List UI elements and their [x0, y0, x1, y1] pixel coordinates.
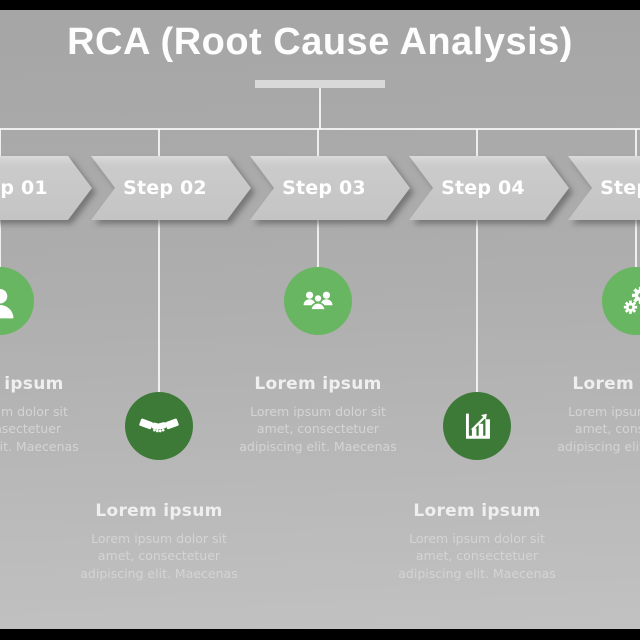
block-body: Lorem ipsum dolor sit amet, consectetuer…: [557, 404, 640, 454]
icon-circle: [284, 267, 352, 335]
step-label: Step 05: [600, 177, 640, 199]
connector-line: [158, 129, 160, 157]
text-block: Lorem ipsum Lorem ipsum dolor sit amet, …: [0, 374, 85, 455]
letterbox-bottom: [0, 629, 640, 640]
connector-line: [476, 129, 478, 157]
text-block: Lorem ipsum Lorem ipsum dolor sit amet, …: [392, 501, 562, 582]
gears-icon: [623, 286, 640, 314]
icon-circle: [443, 392, 511, 460]
step-label: Step 03: [282, 177, 366, 199]
page-title: RCA (Root Cause Analysis): [67, 20, 573, 63]
step-label: Step 04: [441, 177, 525, 199]
chevron-step-04: Step 04: [409, 156, 569, 220]
chevron-step-02: Step 02: [91, 156, 251, 220]
connector-line: [635, 129, 637, 157]
block-heading: Lorem ipsum: [413, 501, 541, 521]
connector-line: [476, 220, 478, 394]
block-heading: Lorem ipsum: [0, 374, 64, 394]
icon-circle: [125, 392, 193, 460]
step-label: Step 01: [0, 177, 48, 199]
letterbox-top: [0, 0, 640, 10]
block-heading: Lorem ipsum: [254, 374, 382, 394]
distribution-line: [0, 128, 640, 130]
connector-line: [317, 220, 319, 270]
connector-line: [158, 220, 160, 394]
icon-circle: [0, 267, 34, 335]
connector-line: [0, 220, 1, 270]
chevron-step-05: Step 05: [568, 156, 640, 220]
title-connector-bar: [255, 80, 385, 88]
block-heading: Lorem ipsum: [95, 501, 223, 521]
text-block: Lorem ipsum Lorem ipsum dolor sit amet, …: [74, 501, 244, 582]
block-body: Lorem ipsum dolor sit amet, consectetuer…: [239, 404, 397, 454]
handshake-icon: [139, 418, 179, 433]
chevron-step-03: Step 03: [250, 156, 410, 220]
team-icon: [303, 291, 333, 311]
text-block: Lorem ipsum Lorem ipsum dolor sit amet, …: [551, 374, 640, 455]
person-icon: [0, 288, 14, 319]
text-block: Lorem ipsum Lorem ipsum dolor sit amet, …: [233, 374, 403, 455]
title-connector-stem: [319, 88, 321, 129]
block-heading: Lorem ipsum: [572, 374, 640, 394]
connector-line: [317, 129, 319, 157]
connector-line: [0, 129, 1, 157]
bar-chart-icon: [465, 413, 490, 439]
chevron-step-01: Step 01: [0, 156, 92, 220]
title-area: RCA (Root Cause Analysis): [0, 10, 640, 74]
block-body: Lorem ipsum dolor sit amet, consectetuer…: [0, 404, 79, 454]
block-body: Lorem ipsum dolor sit amet, consectetuer…: [80, 531, 238, 581]
icon-circle: [602, 267, 640, 335]
block-body: Lorem ipsum dolor sit amet, consectetuer…: [398, 531, 556, 581]
connector-line: [635, 220, 637, 270]
step-label: Step 02: [123, 177, 207, 199]
